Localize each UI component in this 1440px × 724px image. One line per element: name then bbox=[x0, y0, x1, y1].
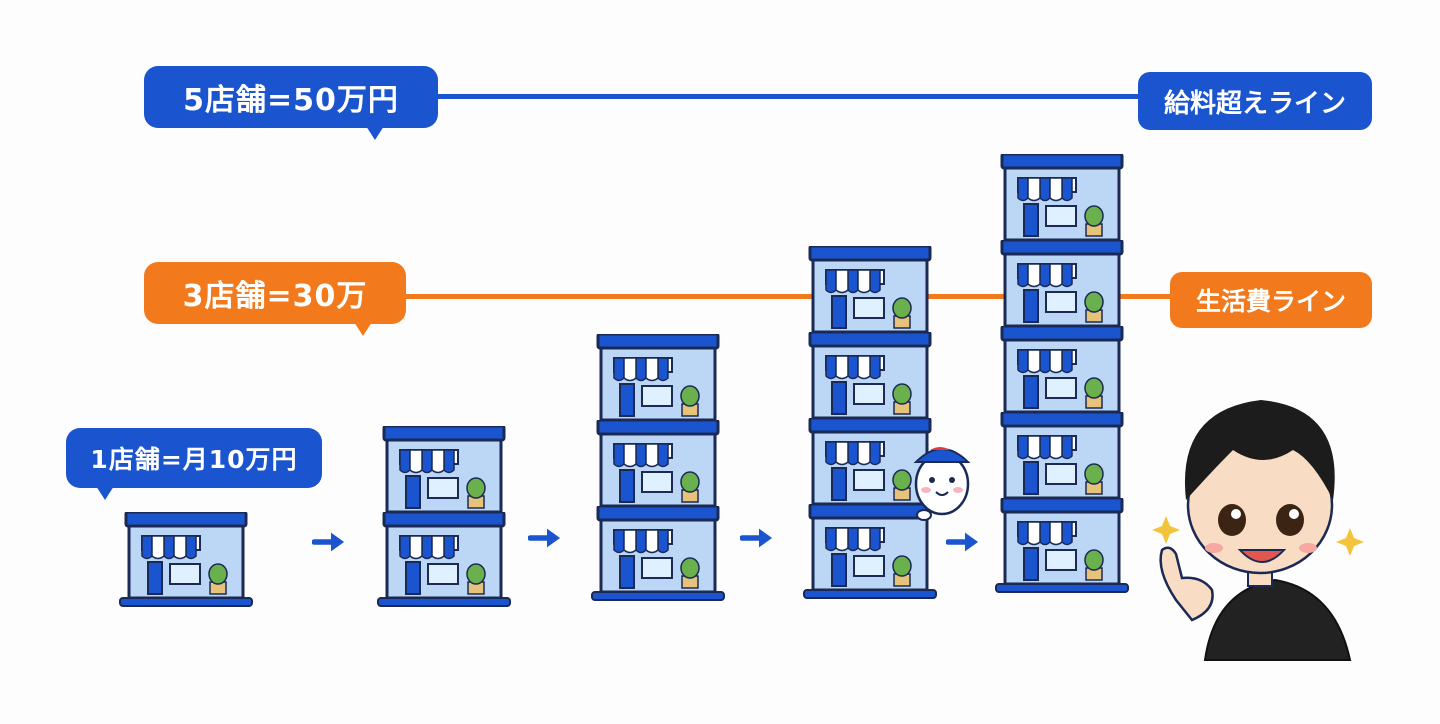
three-stores-bubble: 3店舗=30万 bbox=[144, 262, 406, 336]
arrow-right-icon bbox=[742, 529, 772, 548]
sparkle-icon bbox=[1152, 516, 1180, 544]
one-store-label: 1店舗=月10万円 bbox=[90, 445, 298, 474]
storefront-icon bbox=[596, 506, 720, 592]
store-stack-1 bbox=[119, 512, 253, 607]
living-cost-line-tag: 生活費ライン bbox=[1170, 272, 1372, 328]
store-stack-3 bbox=[591, 334, 725, 601]
store-stack-5 bbox=[995, 154, 1129, 593]
store-base bbox=[377, 597, 511, 607]
store-base bbox=[591, 591, 725, 601]
storefront-icon bbox=[808, 418, 932, 504]
arrow-right-icon bbox=[314, 533, 344, 552]
store-base bbox=[803, 589, 937, 599]
store-base bbox=[119, 597, 253, 607]
three-stores-label: 3店舗=30万 bbox=[182, 279, 368, 314]
one-store-bubble: 1店舗=月10万円 bbox=[66, 428, 322, 500]
store-stack-2 bbox=[377, 426, 511, 607]
sparkle-icon bbox=[1336, 528, 1364, 556]
storefront-icon bbox=[382, 512, 506, 598]
five-stores-bubble: 5店舗=50万円 bbox=[144, 66, 438, 140]
salary-line-label: 給料超えライン bbox=[1163, 88, 1346, 119]
storefront-icon bbox=[808, 246, 932, 332]
living-cost-line-label: 生活費ライン bbox=[1195, 287, 1346, 316]
storefront-icon bbox=[1000, 326, 1124, 412]
living-cost-line bbox=[395, 294, 1185, 299]
storefront-icon bbox=[382, 426, 506, 512]
storefront-icon bbox=[1000, 154, 1124, 240]
five-stores-label: 5店舗=50万円 bbox=[183, 83, 399, 118]
storefront-icon bbox=[1000, 498, 1124, 584]
store-base bbox=[995, 583, 1129, 593]
storefront-icon bbox=[596, 334, 720, 420]
storefront-icon bbox=[596, 420, 720, 506]
boy-pointing-icon bbox=[1159, 400, 1352, 661]
store-stacks bbox=[119, 154, 1129, 607]
arrow-right-icon bbox=[948, 533, 978, 552]
salary-line bbox=[420, 94, 1180, 99]
salary-line-tag: 給料超えライン bbox=[1138, 72, 1372, 130]
storefront-icon bbox=[124, 512, 248, 598]
store-stack-4 bbox=[803, 246, 937, 599]
storefront-icon bbox=[1000, 240, 1124, 326]
storefront-icon bbox=[808, 504, 932, 590]
storefront-icon bbox=[808, 332, 932, 418]
hamster-mascot-icon bbox=[913, 447, 971, 521]
storefront-icon bbox=[1000, 412, 1124, 498]
arrow-right-icon bbox=[530, 529, 560, 548]
